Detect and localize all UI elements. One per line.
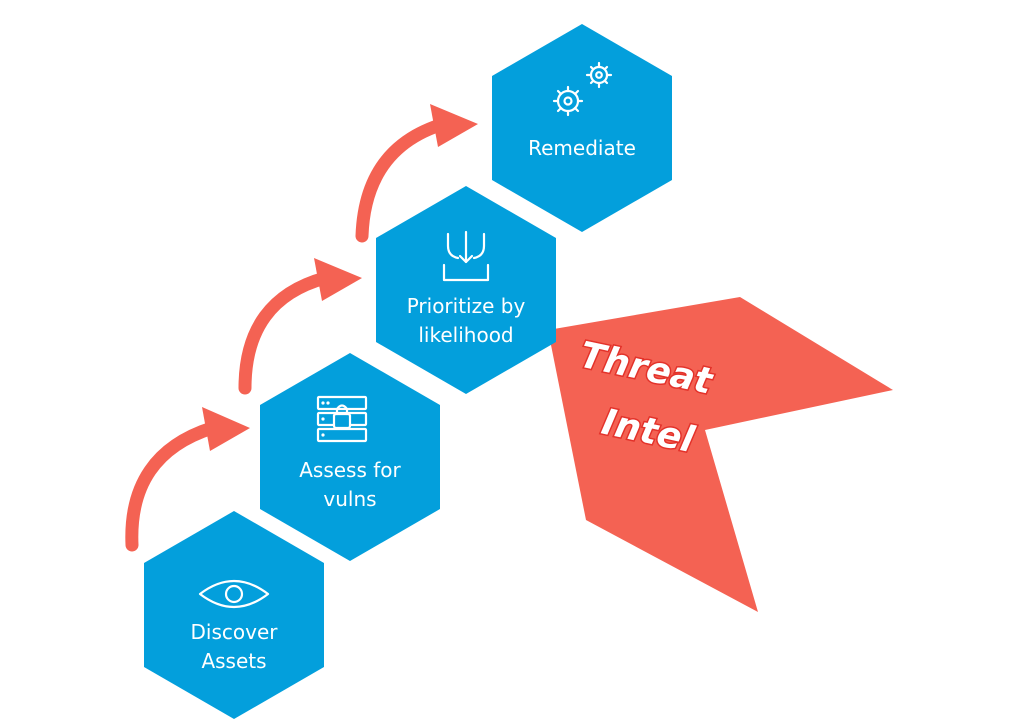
inbox-arrows-icon [442, 230, 490, 282]
gears-icon [552, 61, 613, 117]
hexagon-shape [260, 353, 440, 561]
step-label-line2: likelihood [418, 323, 513, 347]
step-label-line2: vulns [323, 487, 376, 511]
step-assess-vulns: Assess for vulns [260, 353, 440, 561]
step-label-line1: Discover [191, 620, 279, 644]
step-label-line1: Remediate [528, 136, 636, 160]
step-remediate: Remediate [492, 24, 672, 232]
hexagon-shape [144, 511, 324, 719]
step-prioritize: Prioritize by likelihood [376, 186, 556, 394]
arrow-2-to-3 [238, 258, 362, 395]
step-label-line1: Prioritize by [407, 294, 526, 318]
arrow-3-to-4 [355, 104, 478, 243]
hexagon-shape [376, 186, 556, 394]
eye-icon [198, 580, 270, 608]
step-label-line2: Assets [201, 649, 266, 673]
server-lock-icon [316, 395, 368, 443]
threat-intel-banner: Threat Intel [548, 297, 893, 612]
hexagon-shape [492, 24, 672, 232]
step-discover-assets: Discover Assets [144, 511, 324, 719]
arrow-1-to-2 [125, 407, 250, 552]
step-label-line1: Assess for [299, 458, 401, 482]
